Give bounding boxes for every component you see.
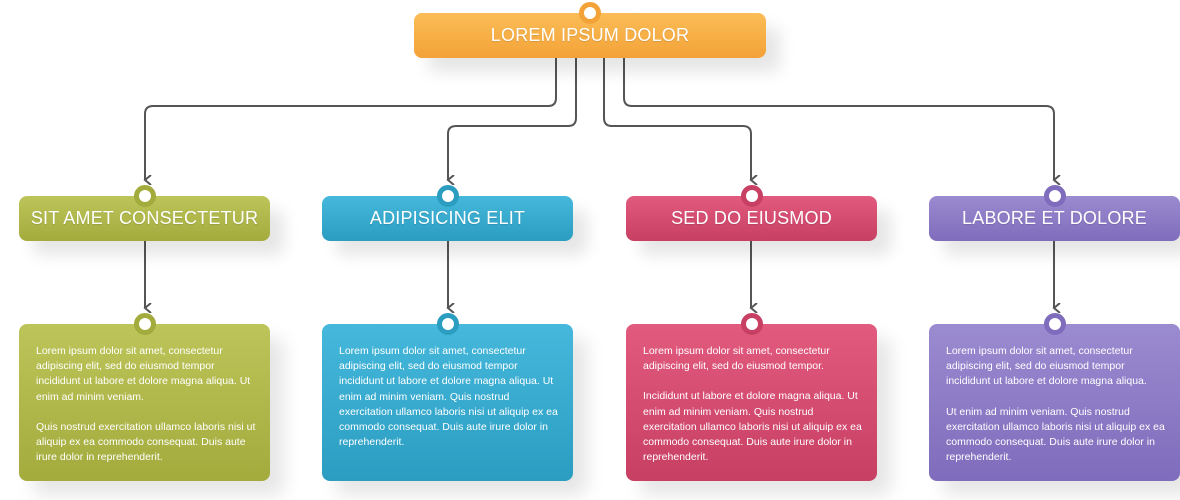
root-pin-icon: [579, 2, 601, 24]
card-3-paragraph: Lorem ipsum dolor sit amet, consectetur …: [643, 345, 830, 373]
card-4-paragraph: Lorem ipsum dolor sit amet, consectetur …: [946, 345, 1147, 388]
card-4-text: Lorem ipsum dolor sit amet, consectetur …: [946, 344, 1168, 465]
branch-3-title: SED DO EIUSMOD: [671, 208, 832, 228]
card-1-paragraph: Quis nostrud exercitation ullamco labori…: [36, 420, 256, 464]
card-3-pin-icon: [740, 313, 763, 335]
branch-card-2: Lorem ipsum dolor sit amet, consectetur …: [322, 313, 573, 481]
root-title: LOREM IPSUM DOLOR: [490, 25, 690, 45]
root-node: LOREM IPSUM DOLOR: [414, 2, 766, 58]
connector-root-to-branch-1: [145, 58, 557, 180]
branch-1-title: SIT AMET CONSECTETUR: [30, 208, 259, 228]
branch-card-1: Lorem ipsum dolor sit amet, consectetur …: [19, 313, 270, 481]
branch-header-4: LABORE ET DOLORE: [929, 185, 1180, 241]
card-3-text: Lorem ipsum dolor sit amet, consectetur …: [643, 344, 865, 465]
branch-header-3: SED DO EIUSMOD: [626, 185, 877, 241]
card-1-paragraph: Lorem ipsum dolor sit amet, consectetur …: [36, 345, 251, 403]
branch-2-pin-icon: [436, 185, 459, 207]
branch-1-pin-icon: [133, 185, 156, 207]
card-2-pin-icon: [436, 313, 459, 335]
branch-card-3: Lorem ipsum dolor sit amet, consectetur …: [626, 313, 877, 481]
card-4-pin-icon: [1043, 313, 1066, 335]
connector-root-to-branch-3: [603, 58, 751, 180]
branch-4-title: LABORE ET DOLORE: [962, 208, 1147, 228]
card-1-text: Lorem ipsum dolor sit amet, consectetur …: [36, 344, 258, 465]
connector-root-to-branch-4: [623, 58, 1054, 180]
branch-header-2: ADIPISICING ELIT: [322, 185, 573, 241]
card-3-paragraph: Incididunt ut labore et dolore magna ali…: [643, 390, 862, 464]
branch-card-4: Lorem ipsum dolor sit amet, consectetur …: [929, 313, 1180, 481]
branch-3-pin-icon: [740, 185, 763, 207]
card-4-paragraph: Ut enim ad minim veniam. Quis nostrud ex…: [946, 405, 1165, 464]
branch-4-pin-icon: [1043, 185, 1066, 207]
card-2-text: Lorem ipsum dolor sit amet, consectetur …: [339, 344, 561, 450]
branch-header-1: SIT AMET CONSECTETUR: [19, 185, 270, 241]
card-1-pin-icon: [133, 313, 156, 335]
branch-2-title: ADIPISICING ELIT: [369, 208, 526, 228]
card-2-paragraph: Lorem ipsum dolor sit amet, consectetur …: [339, 345, 558, 449]
connector-root-to-branch-2: [448, 58, 577, 180]
